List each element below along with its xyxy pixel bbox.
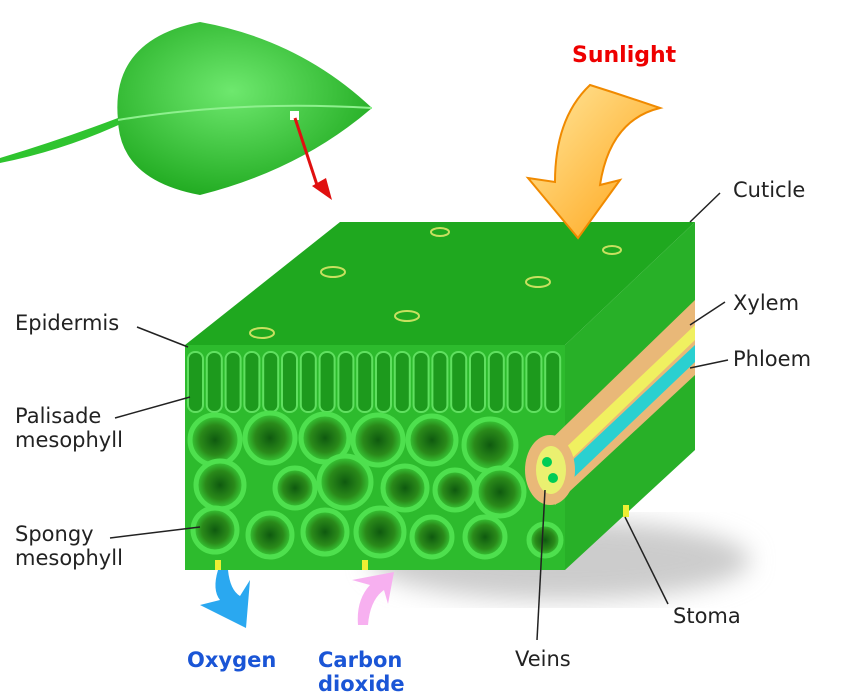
label-line: mesophyll [15, 428, 123, 452]
palisade-cell [506, 351, 524, 413]
label-line: Spongy [15, 522, 94, 546]
sunlight-arrow [525, 83, 664, 240]
label-sunlight: Sunlight [572, 43, 677, 68]
spongy-cell [409, 514, 455, 560]
spongy-cell [190, 505, 240, 555]
palisade-cell [243, 351, 261, 413]
palisade-cell [469, 351, 486, 413]
label-stoma: Stoma [673, 604, 741, 628]
palisade-cells [187, 351, 562, 413]
palisade-cell [544, 351, 562, 413]
palisade-cell [299, 351, 317, 413]
palisade-cell [450, 351, 468, 413]
label-line: mesophyll [15, 546, 123, 570]
palisade-cell [281, 351, 298, 413]
palisade-cell [375, 351, 392, 413]
palisade-cell [487, 351, 505, 413]
spongy-cell [461, 416, 519, 474]
palisade-cell [393, 351, 411, 413]
cuticle-top-surface [185, 222, 695, 345]
label-line: Carbon [318, 648, 403, 672]
spongy-cell [526, 521, 564, 559]
spongy-cell [432, 467, 478, 513]
palisade-cell [262, 351, 280, 413]
spongy-cell [187, 412, 243, 468]
label-xylem: Xylem [733, 291, 800, 315]
oxygen-arrow [200, 570, 250, 628]
palisade-cell [412, 351, 430, 413]
spongy-cell [300, 507, 350, 557]
leaf-icon [0, 22, 373, 200]
palisade-cell [525, 351, 543, 413]
spongy-cell [473, 465, 527, 519]
label-line: dioxide [318, 672, 405, 694]
spongy-cell [353, 505, 407, 559]
spongy-cell [350, 412, 406, 468]
label-cuticle: Cuticle [733, 178, 806, 202]
spongy-cells [187, 410, 564, 560]
label-line: Palisade [15, 404, 102, 428]
palisade-cell [431, 351, 449, 413]
label-epidermis: Epidermis [15, 311, 120, 335]
palisade-cell [187, 351, 204, 413]
label-oxygen: Oxygen [187, 648, 277, 672]
spongy-cell [193, 458, 247, 512]
palisade-cell [337, 351, 355, 413]
label-veins: Veins [515, 647, 571, 671]
spongy-cell [316, 453, 374, 511]
spongy-cell [462, 514, 508, 560]
palisade-cell [205, 351, 223, 413]
spongy-cell [405, 413, 459, 467]
spongy-cell [272, 465, 318, 511]
palisade-cell [224, 351, 242, 413]
vein [525, 300, 695, 505]
spongy-cell [245, 510, 295, 560]
palisade-cell [356, 351, 374, 413]
co2-arrow [352, 572, 394, 625]
spongy-cell [380, 463, 430, 513]
spongy-cell [242, 410, 298, 466]
label-phloem: Phloem [733, 347, 812, 371]
palisade-cell [318, 351, 336, 413]
